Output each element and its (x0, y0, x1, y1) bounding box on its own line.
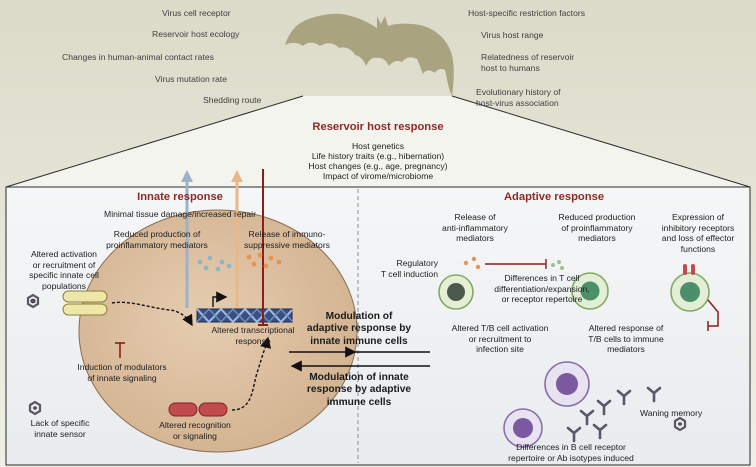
funnel-shape (6, 96, 750, 187)
adaptive-inhibitory-receptors: Expression of inhibitory receptors and l… (661, 212, 735, 254)
adaptive-release-antiinflammatory: Release of anti-inflammatory mediators (442, 212, 508, 244)
reservoir-item-host-changes: Host changes (e.g., age, pregnancy) (308, 161, 448, 171)
t-cell-icon (571, 272, 609, 310)
factor-virus-cell-receptor: Virus cell receptor (162, 8, 231, 18)
innate-induction-modulators: Induction of modulators of innate signal… (77, 362, 167, 383)
innate-cell (78, 209, 358, 453)
factor-reservoir-host-ecology: Reservoir host ecology (152, 29, 240, 39)
adaptive-waning-memory: Waning memory (640, 408, 703, 418)
reservoir-item-virome: Impact of virome/microbiome (322, 171, 434, 181)
factor-virus-mutation-rate: Virus mutation rate (155, 74, 227, 84)
receptor-icon (62, 290, 108, 316)
adaptive-reduced-proinflammatory: Reduced production of proinflammatory me… (558, 212, 636, 244)
innate-altered-transcriptional: Altered transcriptional response (211, 325, 295, 346)
cytokine-dots-orange (246, 252, 282, 269)
cytokine-dots-orange (463, 256, 481, 270)
factor-shedding-route: Shedding route (203, 95, 262, 105)
modulation-adaptive-by-innate: Modulation of adaptive response by innat… (306, 311, 412, 347)
factor-evolutionary-history: Evolutionary history of host-virus assoc… (476, 87, 561, 108)
reservoir-item-genetics: Host genetics (351, 141, 405, 151)
adaptive-altered-tb-activation: Altered T/B cell activation or recruitme… (451, 323, 549, 355)
factor-relatedness: Relatedness of reservoir host to humans (481, 52, 575, 73)
adaptive-altered-tb-response: Altered response of T/B cells to immune … (588, 323, 664, 355)
adaptive-b-cell-differences: Differences in B cell receptor repertoir… (508, 442, 634, 463)
b-cell-icon (503, 408, 543, 448)
reservoir-item-life-history: Life history traits (e.g., hibernation) (311, 151, 445, 161)
factor-contact-rates: Changes in human-animal contact rates (62, 52, 214, 62)
t-cell-icon (438, 274, 474, 310)
virus-icon (673, 416, 687, 432)
virus-icon (26, 293, 40, 309)
b-cell-icon (544, 361, 590, 407)
innate-release-immunosuppressive: Release of immuno- suppressive mediators (244, 229, 330, 250)
adaptive-t-cell-differences: Differences in T cell differentiation/ex… (494, 273, 590, 305)
innate-lack-sensor: Lack of specific innate sensor (30, 418, 90, 439)
virus-icon (28, 400, 42, 416)
t-cell-icon (670, 264, 719, 331)
antibody-icon (566, 386, 662, 443)
factor-virus-host-range: Virus host range (481, 30, 544, 40)
innate-altered-activation: Altered activation or recruitment of spe… (29, 249, 99, 291)
receptor-icon (168, 402, 228, 417)
innate-subtitle: Minimal tissue damage/increased repair (104, 209, 256, 219)
adaptive-regulatory-t: Regulatory T cell induction (380, 258, 438, 279)
bat-silhouette (285, 13, 454, 96)
modulation-innate-by-adaptive: Modulation of innate response by adaptiv… (306, 372, 412, 408)
cytokine-dots-green (551, 260, 564, 270)
factor-restriction-factors: Host-specific restriction factors (468, 8, 586, 18)
adaptive-title: Adaptive response (503, 191, 605, 203)
innate-title: Innate response (137, 191, 223, 203)
innate-reduced-proinflammatory: Reduced production of proinflammatory me… (106, 229, 208, 250)
cytokine-dots-blue (197, 255, 232, 272)
innate-altered-recognition: Altered recognition or signaling (159, 420, 231, 441)
dna-icon (196, 291, 293, 324)
reservoir-title: Reservoir host response (312, 121, 444, 133)
